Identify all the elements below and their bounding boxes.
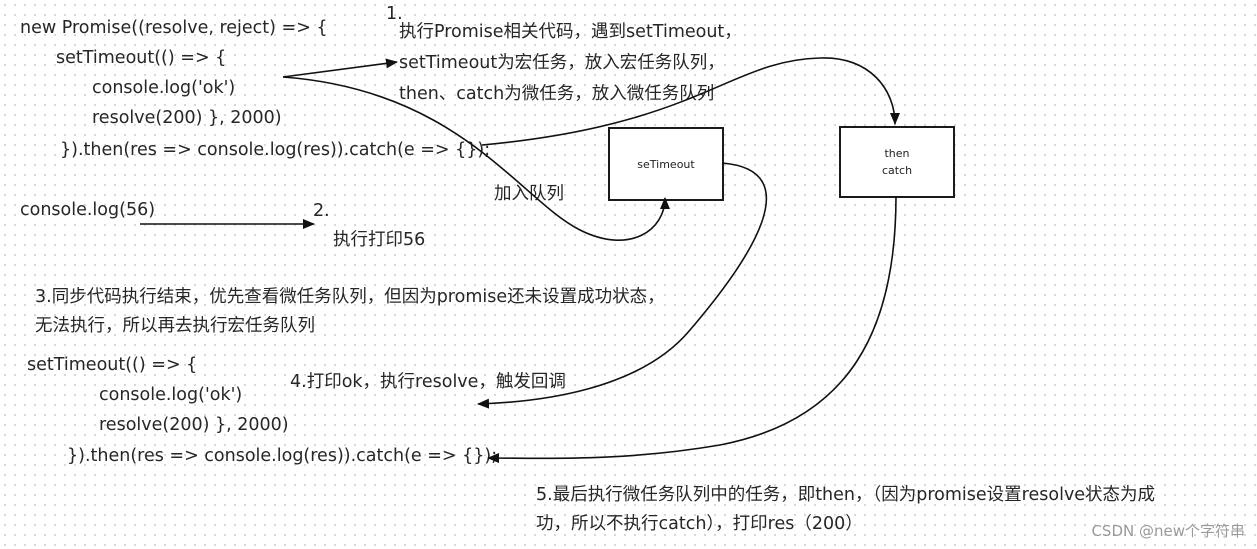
microtask-queue-box: then catch [839, 126, 955, 198]
arrow-code-to-step1 [282, 58, 398, 78]
macrotask-queue-box: seTimeout [608, 127, 724, 201]
step3-line2: 无法执行，所以再去执行宏任务队列 [35, 316, 315, 336]
arrow-then-to-microtask-box [481, 57, 900, 146]
code-line-console-log-56: console.log(56) [20, 200, 156, 220]
code-line-resolve: resolve(200) }, 2000) [92, 108, 282, 128]
step5-line1: 5.最后执行微任务队列中的任务，即then，（因为promise设置resolv… [536, 485, 1156, 505]
step1-line1: 执行Promise相关代码，遇到setTimeout， [399, 22, 742, 42]
arrow-microtask-to-step5 [487, 195, 897, 464]
code-line-then-catch: }).then(res => console.log(res)).catch(e… [60, 140, 491, 160]
code3-line-resolve: resolve(200) }, 2000) [99, 415, 289, 435]
code3-line-then-catch: }).then(res => console.log(res)).catch(e… [67, 446, 498, 466]
enqueue-label: 加入队列 [494, 184, 564, 204]
watermark: CSDN @new个字符串 [1091, 522, 1245, 540]
step1-number: 1. [386, 4, 403, 24]
step2-text: 执行打印56 [333, 230, 426, 250]
arrow-settimeout-to-step4 [477, 162, 768, 409]
code3-line-console-log: console.log('ok') [99, 385, 243, 405]
step2-number: 2. [313, 201, 330, 221]
macrotask-queue-label: seTimeout [637, 157, 695, 171]
step5-line2: 功，所以不执行catch），打印res（200） [536, 514, 863, 534]
catch-label: catch [881, 164, 913, 177]
step3-line1: 3.同步代码执行结束，优先查看微任务队列，但因为promise还未设置成功状态， [35, 287, 665, 307]
code3-line-settimeout: setTimeout(() => { [27, 355, 198, 375]
step1-line3: then、catch为微任务，放入微任务队列 [399, 84, 715, 104]
code-line-promise: new Promise((resolve, reject) => { [20, 18, 328, 38]
code-line-console-log: console.log('ok') [92, 78, 236, 98]
arrow-code-to-settimeout-box [282, 76, 670, 241]
then-label: then [884, 147, 910, 160]
step1-line2: setTimeout为宏任务，放入宏任务队列， [399, 53, 725, 73]
step4-text: 4.打印ok，执行resolve，触发回调 [290, 372, 566, 392]
code-line-settimeout: setTimeout(() => { [56, 48, 227, 68]
